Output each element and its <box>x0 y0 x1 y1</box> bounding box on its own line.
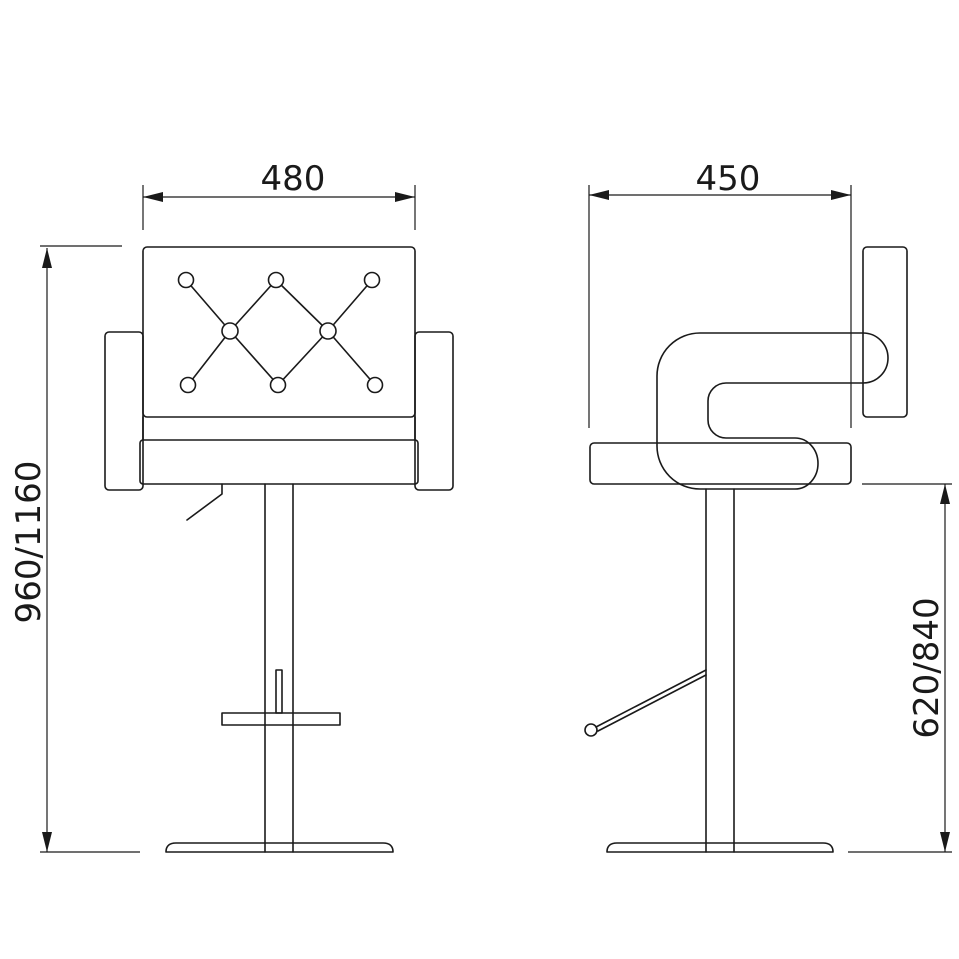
side-backrest <box>862 246 908 418</box>
footrest-knob <box>584 723 598 737</box>
side-base <box>606 842 834 853</box>
width-dimension: 480 <box>142 159 416 230</box>
base <box>165 842 394 853</box>
tufting-pattern <box>177 271 384 394</box>
footrest <box>221 712 341 726</box>
seat-height-dimension: 620/840 <box>848 483 952 853</box>
side-seat <box>589 442 852 485</box>
gas-lever <box>186 483 223 521</box>
front-view: 480 960/1160 <box>9 159 454 853</box>
height-dimension-label: 960/1160 <box>9 461 49 624</box>
seat <box>139 439 419 485</box>
backrest <box>142 246 416 418</box>
c-shaped-arm-frame <box>656 332 889 490</box>
seat-height-dimension-label: 620/840 <box>907 597 947 738</box>
width-dimension-label: 480 <box>261 159 326 199</box>
depth-dimension: 450 <box>588 159 852 428</box>
left-armrest <box>104 331 144 491</box>
depth-dimension-label: 450 <box>696 159 761 199</box>
height-dimension: 960/1160 <box>9 245 140 853</box>
right-armrest <box>414 331 454 491</box>
footrest-rod <box>595 669 707 728</box>
side-view: 450 620/840 <box>584 159 952 853</box>
footrest-stem <box>275 669 283 714</box>
